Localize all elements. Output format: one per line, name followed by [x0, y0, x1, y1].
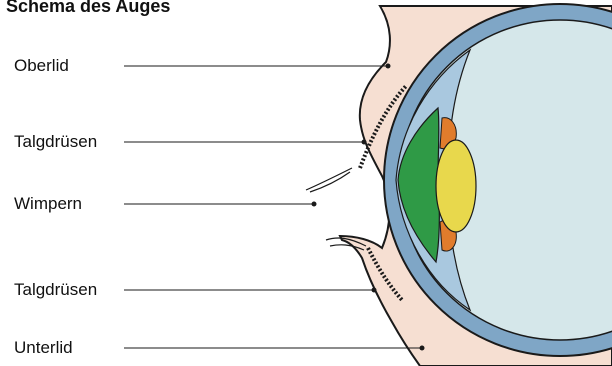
label-wimpern: Wimpern — [14, 194, 82, 214]
leader-dot-oberlid — [386, 64, 391, 69]
label-talgdruesen-lower: Talgdrüsen — [14, 280, 97, 300]
diagram-title: Schema des Auges — [6, 0, 170, 17]
leader-dot-unterlid — [420, 346, 425, 351]
eyelashes-upper — [306, 168, 352, 192]
leader-dot-talgdruesen-oben — [362, 140, 367, 145]
label-oberlid: Oberlid — [14, 56, 69, 76]
label-talgdruesen-upper: Talgdrüsen — [14, 132, 97, 152]
lens — [436, 140, 476, 232]
leader-dot-wimpern — [312, 202, 317, 207]
label-unterlid: Unterlid — [14, 338, 73, 358]
leader-dot-talgdruesen-unten — [372, 288, 377, 293]
